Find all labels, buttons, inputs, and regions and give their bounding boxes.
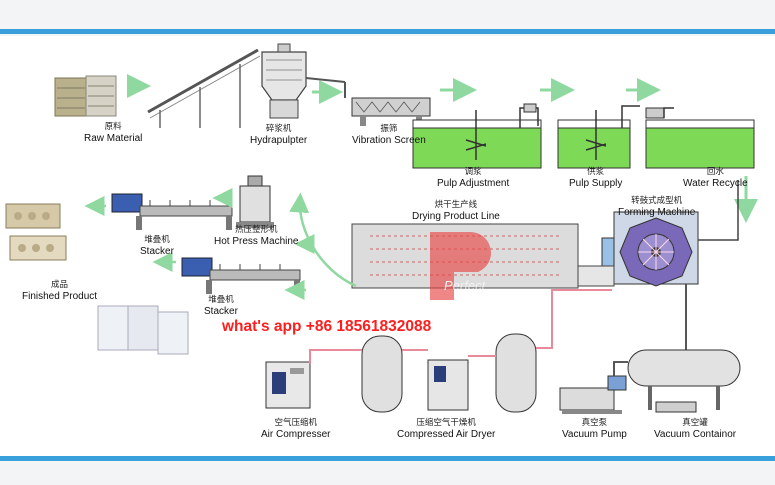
hydrapulper-icon: [261, 43, 346, 119]
raw-material-bales-icon: [54, 75, 117, 117]
watermark-text: Perfect: [444, 278, 487, 293]
whatsapp-contact-text: what's app +86 18561832088: [222, 318, 432, 335]
air-pipes: [309, 289, 612, 364]
vibration-screen-icon: [344, 82, 431, 126]
hot-press-machine-icon: [236, 175, 274, 228]
vacuum-pipes: [613, 284, 687, 376]
vacuum-container-icon: [627, 349, 741, 413]
flow-arrows-return: [84, 188, 357, 300]
perfect-watermark-logo: Perfect: [430, 232, 492, 300]
stacker-1-icon: [111, 193, 233, 230]
pulp-supply-tank-icon: [557, 105, 665, 169]
forming-machine-icon: [601, 211, 699, 287]
water-recycle-tank-icon: [645, 107, 755, 169]
top-frame-bar: [0, 29, 775, 34]
water-return-pipe: [698, 180, 739, 241]
pulp-adjustment-tank-icon: [412, 103, 542, 169]
air-tank-icon: [361, 335, 403, 413]
inclined-conveyor-icon: [147, 48, 261, 128]
flow-arrows-top: [127, 74, 758, 223]
air-dryer-icon: [427, 359, 469, 411]
finished-stacks-icon: [97, 305, 189, 355]
stacker-2-icon: [181, 257, 301, 294]
dryer-tank-icon: [495, 333, 537, 413]
bottom-frame-bar: [0, 456, 775, 461]
air-compressor-icon: [265, 361, 311, 409]
vacuum-pump-icon: [559, 375, 627, 414]
egg-trays-icon: [5, 203, 67, 261]
